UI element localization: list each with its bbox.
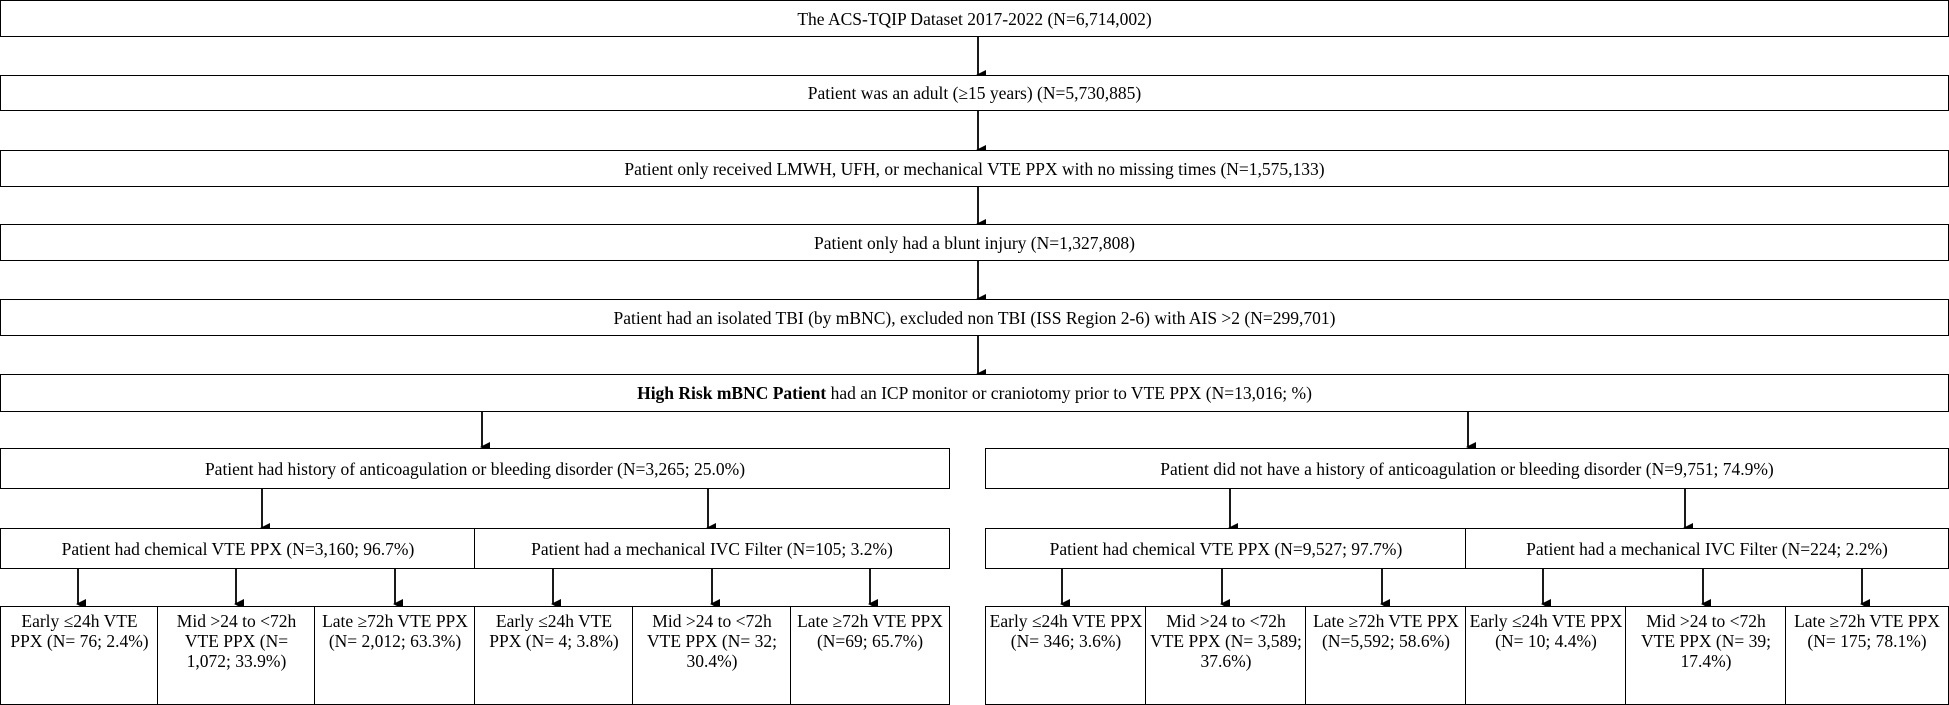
box-adult: Patient was an adult (≥15 years) (N=5,73… (0, 75, 1949, 111)
box-no-ivc-mid: Mid >24 to <72h VTE PPX (N= 39; 17.4%) (1625, 606, 1787, 705)
box-history-no-text: Patient did not have a history of antico… (1160, 458, 1774, 479)
box-no-chem-mid: Mid >24 to <72h VTE PPX (N= 3,589; 37.6%… (1145, 606, 1307, 705)
box-yes-ivc-early: Early ≤24h VTE PPX (N= 4; 3.8%) (474, 606, 634, 705)
box-no-chem-early: Early ≤24h VTE PPX (N= 346; 3.6%) (985, 606, 1147, 705)
box-no-ivc-mid-text: Mid >24 to <72h VTE PPX (N= 39; 17.4%) (1641, 611, 1771, 671)
box-no-chem-late-text: Late ≥72h VTE PPX (N=5,592; 58.6%) (1313, 611, 1459, 651)
box-yes-chemical-text: Patient had chemical VTE PPX (N=3,160; 9… (61, 538, 415, 559)
box-tbi: Patient had an isolated TBI (by mBNC), e… (0, 299, 1949, 336)
box-high-risk-text: had an ICP monitor or craniotomy prior t… (826, 383, 1312, 403)
box-high-risk: High Risk mBNC Patient had an ICP monito… (0, 374, 1949, 412)
box-yes-chem-mid-text: Mid >24 to <72h VTE PPX (N= 1,072; 33.9%… (176, 611, 297, 671)
box-no-chem-late: Late ≥72h VTE PPX (N=5,592; 58.6%) (1305, 606, 1467, 705)
box-history-no: Patient did not have a history of antico… (985, 448, 1949, 489)
box-yes-ivc-text: Patient had a mechanical IVC Filter (N=1… (531, 538, 893, 559)
box-yes-chem-early: Early ≤24h VTE PPX (N= 76; 2.4%) (0, 606, 159, 705)
box-yes-chem-mid: Mid >24 to <72h VTE PPX (N= 1,072; 33.9%… (157, 606, 316, 705)
box-no-chem-early-text: Early ≤24h VTE PPX (N= 346; 3.6%) (989, 611, 1143, 651)
box-no-ivc: Patient had a mechanical IVC Filter (N=2… (1465, 528, 1949, 569)
box-tbi-text: Patient had an isolated TBI (by mBNC), e… (613, 307, 1336, 328)
box-no-chemical: Patient had chemical VTE PPX (N=9,527; 9… (985, 528, 1467, 569)
box-no-ivc-early: Early ≤24h VTE PPX (N= 10; 4.4%) (1465, 606, 1627, 705)
box-yes-ivc: Patient had a mechanical IVC Filter (N=1… (474, 528, 950, 569)
box-blunt-text: Patient only had a blunt injury (N=1,327… (814, 232, 1135, 253)
box-yes-ivc-mid-text: Mid >24 to <72h VTE PPX (N= 32; 30.4%) (647, 611, 777, 671)
box-yes-ivc-late-text: Late ≥72h VTE PPX (N=69; 65.7%) (797, 611, 943, 651)
box-yes-chem-early-text: Early ≤24h VTE PPX (N= 76; 2.4%) (10, 611, 149, 651)
box-history-yes-text: Patient had history of anticoagulation o… (204, 458, 746, 479)
box-ppx: Patient only received LMWH, UFH, or mech… (0, 150, 1949, 187)
box-yes-ivc-late: Late ≥72h VTE PPX (N=69; 65.7%) (790, 606, 950, 705)
box-dataset-text: The ACS-TQIP Dataset 2017-2022 (N=6,714,… (797, 8, 1152, 29)
box-yes-ivc-mid: Mid >24 to <72h VTE PPX (N= 32; 30.4%) (632, 606, 792, 705)
box-dataset: The ACS-TQIP Dataset 2017-2022 (N=6,714,… (0, 0, 1949, 37)
box-yes-chem-late: Late ≥72h VTE PPX (N= 2,012; 63.3%) (314, 606, 476, 705)
box-yes-chemical: Patient had chemical VTE PPX (N=3,160; 9… (0, 528, 476, 569)
box-high-risk-bold-text: High Risk mBNC Patient (637, 383, 827, 403)
box-history-yes: Patient had history of anticoagulation o… (0, 448, 950, 489)
box-no-chem-mid-text: Mid >24 to <72h VTE PPX (N= 3,589; 37.6%… (1150, 611, 1302, 671)
box-yes-ivc-early-text: Early ≤24h VTE PPX (N= 4; 3.8%) (489, 611, 619, 651)
box-blunt: Patient only had a blunt injury (N=1,327… (0, 224, 1949, 261)
box-ppx-text: Patient only received LMWH, UFH, or mech… (624, 158, 1325, 179)
box-no-ivc-late-text: Late ≥72h VTE PPX (N= 175; 78.1%) (1794, 611, 1940, 651)
box-no-ivc-early-text: Early ≤24h VTE PPX (N= 10; 4.4%) (1469, 611, 1623, 651)
box-adult-text: Patient was an adult (≥15 years) (N=5,73… (807, 83, 1142, 103)
box-no-ivc-late: Late ≥72h VTE PPX (N= 175; 78.1%) (1785, 606, 1949, 705)
box-no-ivc-text: Patient had a mechanical IVC Filter (N=2… (1526, 538, 1888, 559)
box-no-chemical-text: Patient had chemical VTE PPX (N=9,527; 9… (1049, 538, 1403, 559)
box-yes-chem-late-text: Late ≥72h VTE PPX (N= 2,012; 63.3%) (322, 611, 468, 651)
